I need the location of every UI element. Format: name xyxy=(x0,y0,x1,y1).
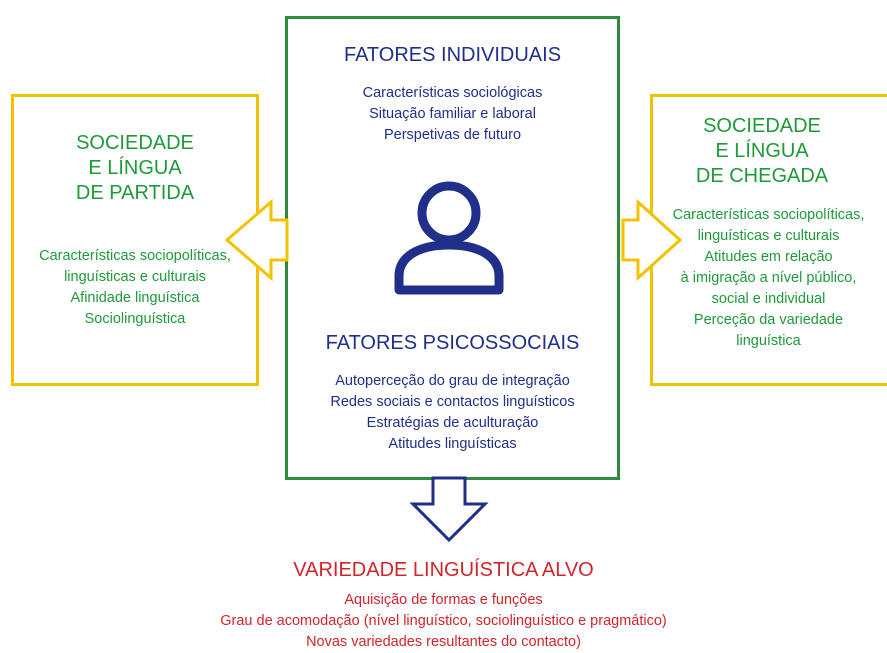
title-line: SOCIEDADE xyxy=(703,115,821,137)
list-item: Autoperceção do grau de integração xyxy=(335,373,570,389)
list-item: Atitudes em relação xyxy=(704,249,833,265)
psychosocial-factors-items: Autoperceção do grau de integração Redes… xyxy=(285,371,620,455)
title-line: DE CHEGADA xyxy=(695,165,829,187)
target-variety-title: VARIEDADE LINGUÍSTICA ALVO xyxy=(293,559,594,581)
list-item: Atitudes linguísticas xyxy=(388,436,517,452)
arrival-society-title: SOCIEDADE E LÍNGUA DE CHEGADA xyxy=(650,114,887,189)
list-item: Redes sociais e contactos linguísticos xyxy=(330,394,575,410)
arrow-left-icon xyxy=(224,198,289,282)
arrow-down-icon xyxy=(409,476,489,543)
title-line: E LÍNGUA xyxy=(88,157,182,179)
list-item: linguísticas e culturais xyxy=(697,228,840,244)
list-item: Aquisição de formas e funções xyxy=(344,592,543,608)
list-item: social e individual xyxy=(711,291,826,307)
list-item: Perceção da variedade xyxy=(693,312,844,328)
list-item: Características sociopolíticas, xyxy=(672,207,865,223)
list-item: Características sociológicas xyxy=(362,85,543,101)
target-variety-items: Aquisição de formas e funções Grau de ac… xyxy=(0,590,887,653)
list-item: Sociolinguística xyxy=(84,311,186,327)
list-item: linguísticas e culturais xyxy=(64,269,206,285)
list-item: Situação familiar e laboral xyxy=(369,106,536,122)
list-item: à imigração a nível público, xyxy=(680,270,857,286)
list-item: Novas variedades resultantes do contacto… xyxy=(306,634,581,650)
individual-factors-items: Características sociológicas Situação fa… xyxy=(285,83,620,146)
psychosocial-factors-title: FATORES PSICOSSOCIAIS xyxy=(325,332,580,354)
title-line: E LÍNGUA xyxy=(715,140,809,162)
list-item: Estratégias de aculturação xyxy=(366,415,539,431)
departure-society-title: SOCIEDADE E LÍNGUA DE PARTIDA xyxy=(11,131,259,206)
person-icon xyxy=(394,181,504,295)
title-line: DE PARTIDA xyxy=(75,182,195,204)
list-item: Grau de acomodação (nível linguístico, s… xyxy=(220,613,667,629)
title-line: SOCIEDADE xyxy=(76,132,194,154)
individual-factors-title: FATORES INDIVIDUAIS xyxy=(343,44,562,66)
list-item: Características sociopolíticas, xyxy=(39,248,231,264)
arrow-right-icon xyxy=(621,198,683,282)
list-item: linguística xyxy=(736,333,801,349)
departure-society-items: Características sociopolíticas, linguíst… xyxy=(11,246,259,330)
arrival-society-items: Características sociopolíticas, linguíst… xyxy=(650,205,887,352)
list-item: Afinidade linguística xyxy=(70,290,200,306)
list-item: Perspetivas de futuro xyxy=(383,127,522,143)
